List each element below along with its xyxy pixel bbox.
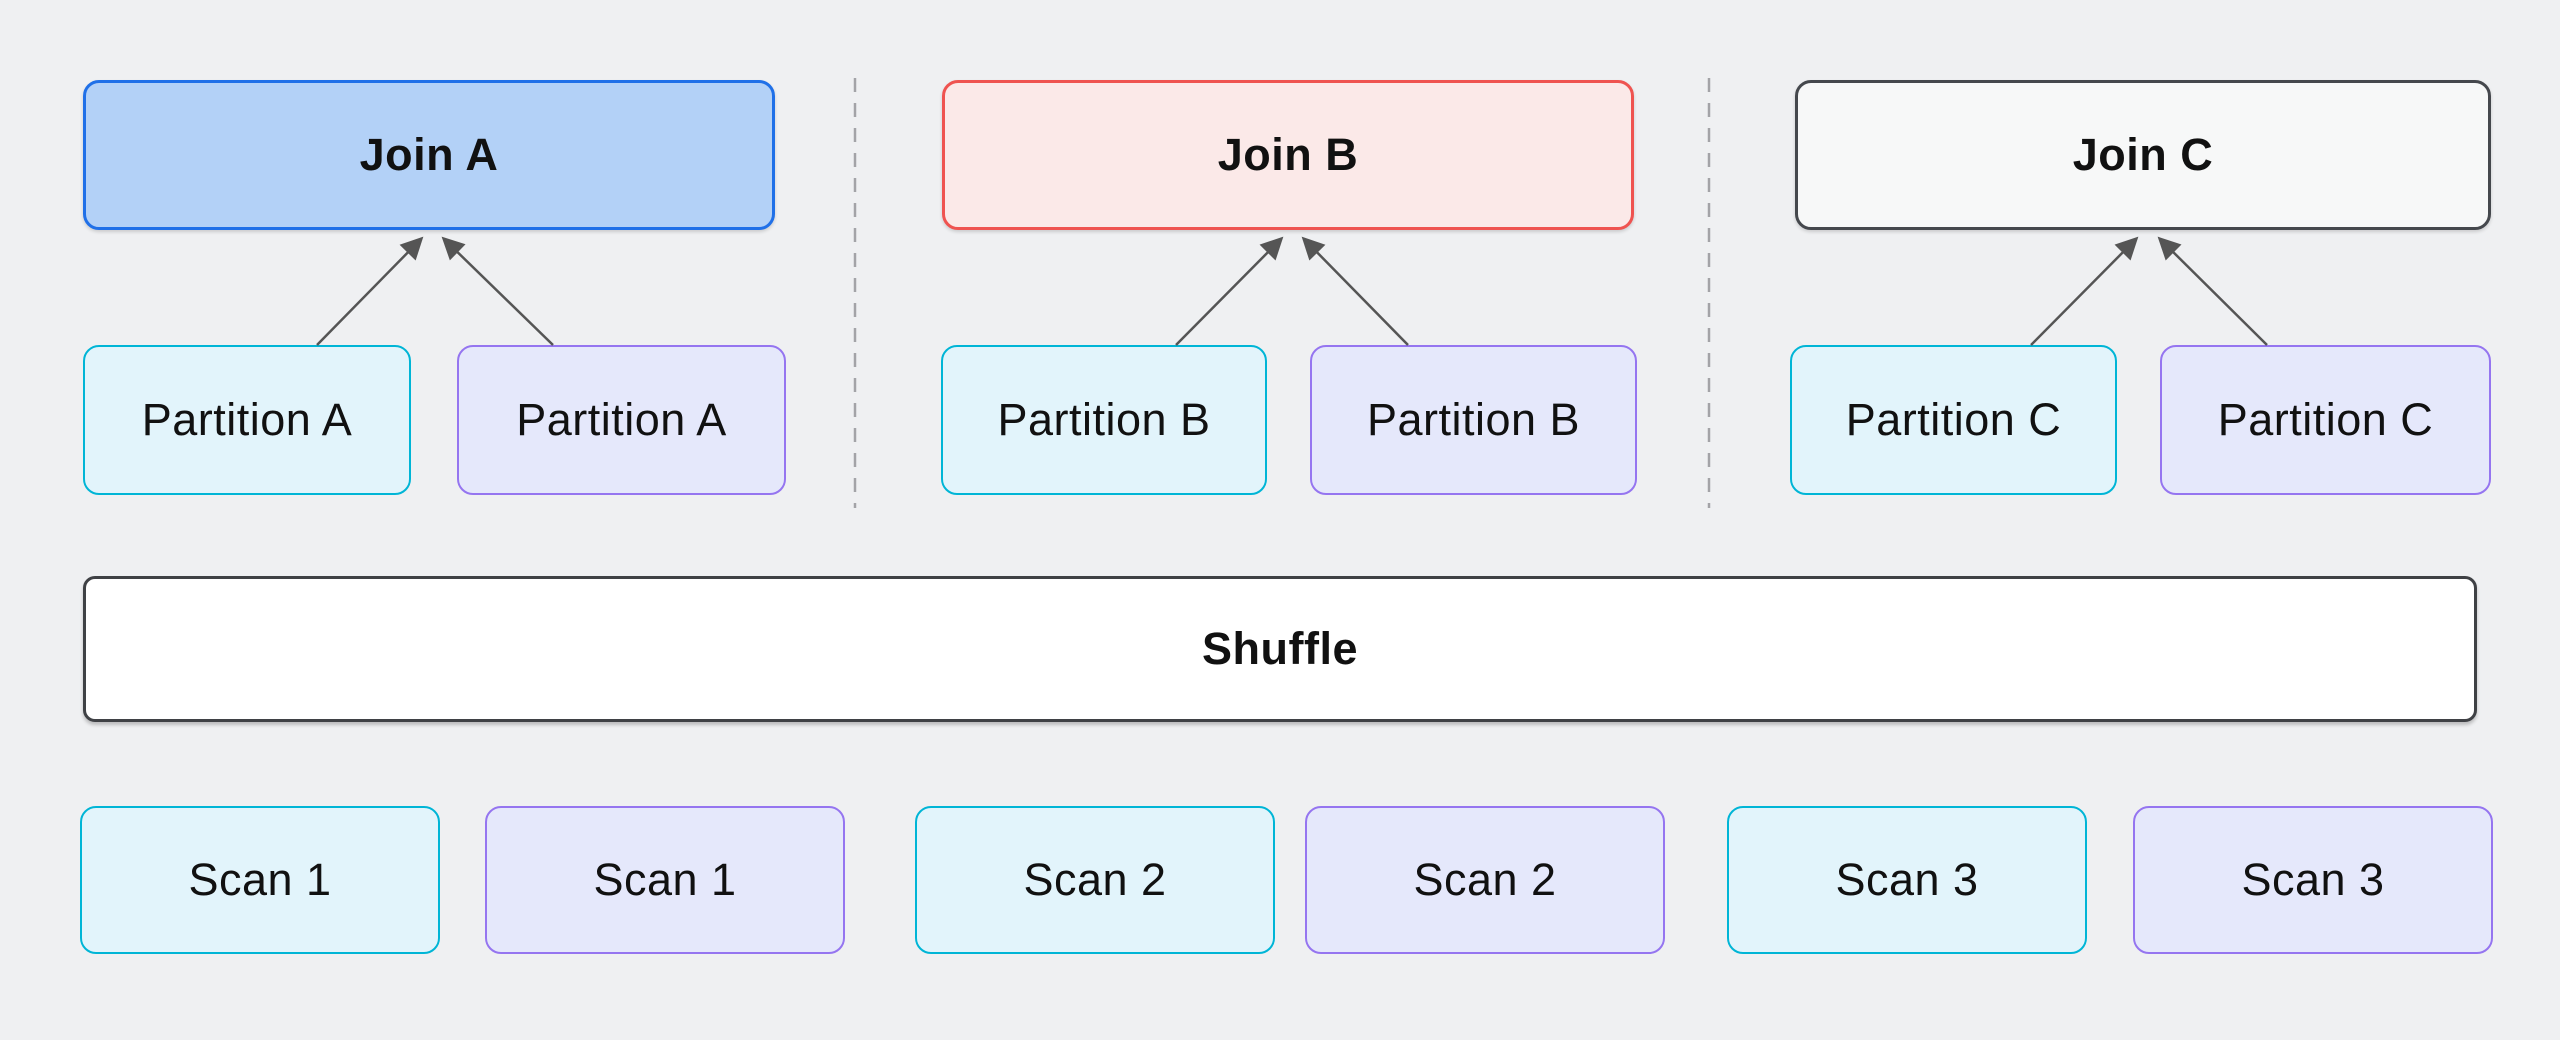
node-join-b: Join B: [942, 80, 1634, 230]
node-scan-2a-label: Scan 2: [1023, 854, 1167, 905]
node-shuffle: Shuffle: [83, 576, 2477, 722]
node-scan-2b-label: Scan 2: [1413, 854, 1557, 905]
node-partition-a-2: Partition A: [457, 345, 786, 495]
node-shuffle-label: Shuffle: [1202, 623, 1358, 674]
node-scan-1b: Scan 1: [485, 806, 845, 954]
arrow-partition-b1-to-join-b: [1175, 236, 1284, 346]
arrow-partition-c1-to-join-c: [2030, 236, 2139, 346]
node-scan-2a: Scan 2: [915, 806, 1275, 954]
node-partition-a-2-label: Partition A: [516, 394, 727, 445]
node-partition-b-2: Partition B: [1310, 345, 1637, 495]
node-scan-1a: Scan 1: [80, 806, 440, 954]
arrow-partition-a1-to-join-a: [316, 236, 424, 346]
node-partition-c-2-label: Partition C: [2217, 394, 2434, 445]
node-scan-3a: Scan 3: [1727, 806, 2087, 954]
node-partition-c-1: Partition C: [1790, 345, 2117, 495]
node-scan-2b: Scan 2: [1305, 806, 1665, 954]
node-join-b-label: Join B: [1217, 129, 1359, 180]
node-partition-a-1: Partition A: [83, 345, 411, 495]
node-scan-3b-label: Scan 3: [2241, 854, 2385, 905]
node-partition-b-1: Partition B: [941, 345, 1267, 495]
node-partition-c-1-label: Partition C: [1845, 394, 2062, 445]
arrow-partition-a2-to-join-a: [441, 236, 554, 346]
node-scan-1a-label: Scan 1: [188, 854, 332, 905]
node-scan-1b-label: Scan 1: [593, 854, 737, 905]
node-partition-b-1-label: Partition B: [997, 394, 1211, 445]
node-join-a-label: Join A: [359, 129, 499, 180]
node-partition-b-2-label: Partition B: [1366, 394, 1581, 445]
node-join-a: Join A: [83, 80, 775, 230]
arrow-partition-b2-to-join-b: [1301, 236, 1409, 346]
node-join-c: Join C: [1795, 80, 2491, 230]
node-scan-3a-label: Scan 3: [1835, 854, 1979, 905]
node-join-c-label: Join C: [2072, 129, 2214, 180]
node-scan-3b: Scan 3: [2133, 806, 2493, 954]
node-partition-a-1-label: Partition A: [141, 394, 353, 445]
node-partition-c-2: Partition C: [2160, 345, 2491, 495]
arrow-partition-c2-to-join-c: [2157, 236, 2268, 346]
